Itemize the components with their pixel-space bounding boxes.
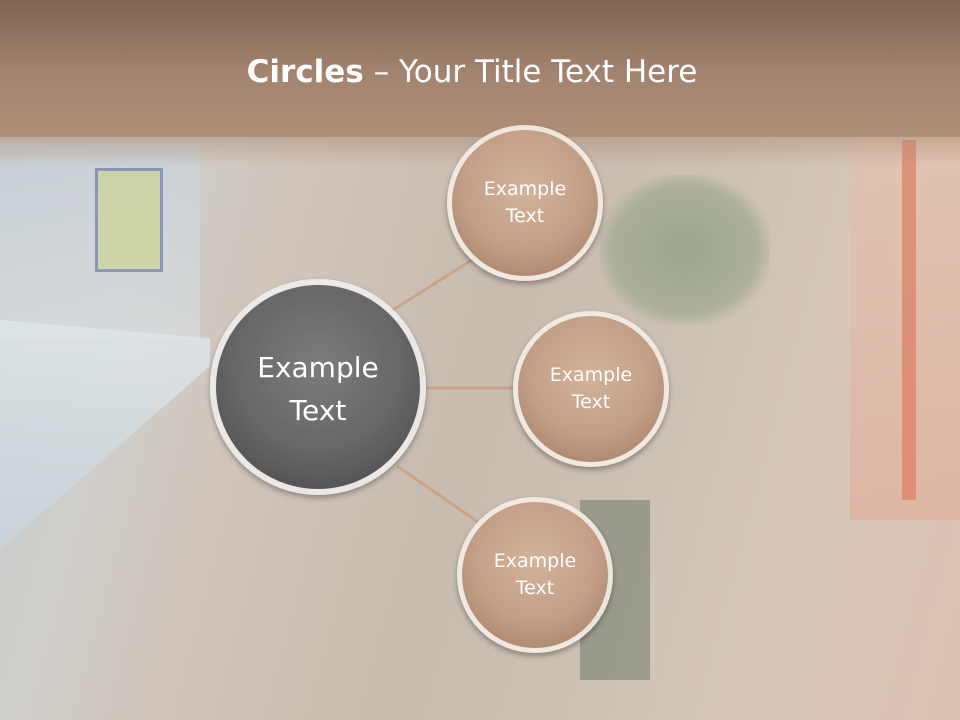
satellite-1-line1: Example <box>483 178 567 201</box>
satellite-2-label: Example Text <box>521 319 661 459</box>
satellite-circle-1[interactable] <box>447 125 603 281</box>
satellite-3-line2: Text <box>515 577 555 599</box>
satellite-circle-3[interactable] <box>457 497 613 653</box>
center-label-line1: Example <box>257 350 379 384</box>
connector-line-1 <box>392 254 479 312</box>
connector-line-3 <box>396 464 479 524</box>
center-circle[interactable] <box>210 279 426 495</box>
satellite-2-line2: Text <box>571 391 611 413</box>
satellite-2-line1: Example <box>549 364 633 387</box>
slide-title-bold: Circles <box>246 54 364 90</box>
background-tree <box>600 175 770 325</box>
satellite-3-line1: Example <box>493 550 577 573</box>
satellite-1-line2: Text <box>505 205 545 227</box>
center-label-line2: Text <box>289 394 347 427</box>
title-band <box>0 0 960 137</box>
background-sign <box>95 168 163 272</box>
slide-title[interactable]: Circles – Your Title Text Here <box>0 54 944 90</box>
satellite-3-label: Example Text <box>465 505 605 645</box>
satellite-1-label: Example Text <box>455 133 595 273</box>
slide-title-rest: – Your Title Text Here <box>363 54 698 90</box>
center-circle-label: Example Text <box>218 286 418 492</box>
satellite-circle-2[interactable] <box>513 311 669 467</box>
background-pillar <box>902 140 916 500</box>
